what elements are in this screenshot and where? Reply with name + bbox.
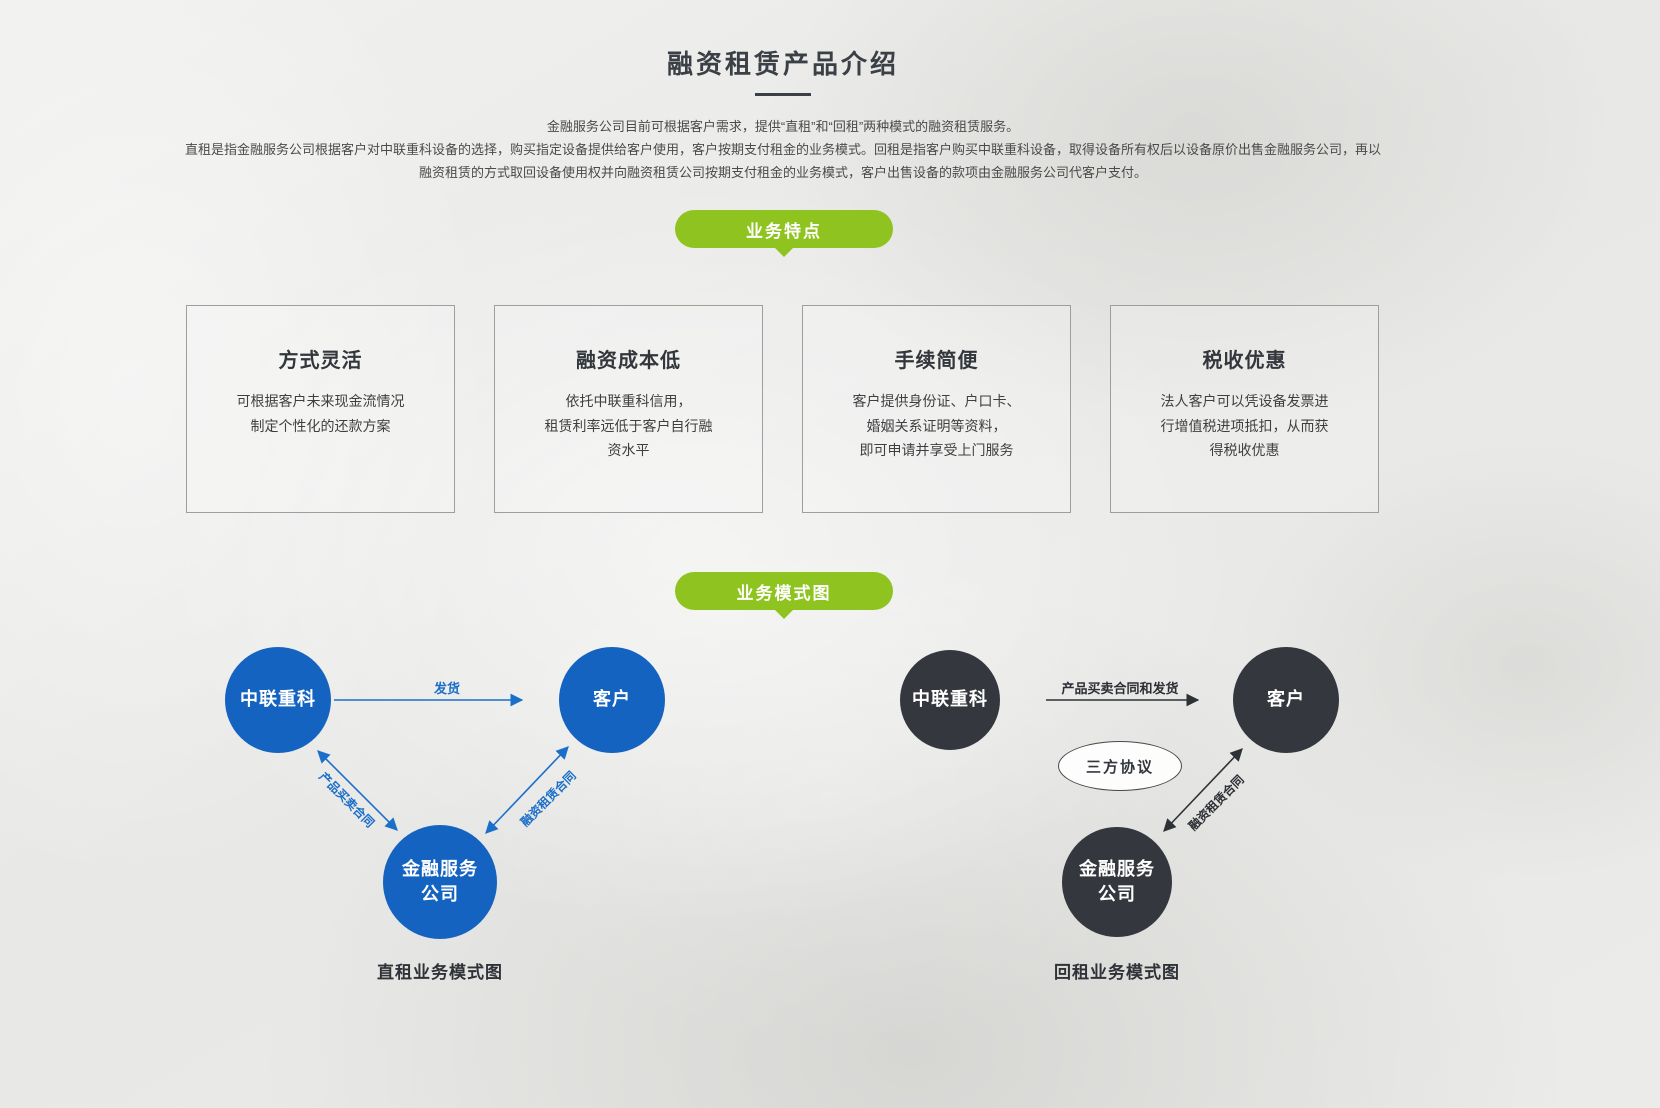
leaseback-diagram-caption: 回租业务模式图 (1054, 963, 1180, 982)
model-badge-pointer (774, 609, 794, 619)
direct-edge-delivery-label: 发货 (433, 681, 460, 696)
feature-title: 税收优惠 (1202, 350, 1287, 372)
intro-line-2: 直租是指金融服务公司根据客户对中联重科设备的选择，购买指定设备提供给客户使用，客… (184, 141, 1381, 180)
direct-diagram-caption: 直租业务模式图 (377, 963, 503, 982)
leaseback-node-finance-company: 金融服务 公司 (1062, 827, 1172, 937)
feature-title: 融资成本低 (576, 350, 681, 372)
feature-title: 方式灵活 (278, 350, 363, 372)
direct-node-manufacturer: 中联重科 (225, 647, 331, 753)
leaseback-edge-purchase-delivery-label: 产品买卖合同和发货 (1061, 681, 1179, 696)
features-section-badge: 业务特点 (675, 210, 893, 248)
intro-text: 金融服务公司目前可根据客户需求，提供“直租”和“回租”两种模式的融资租赁服务。 … (183, 116, 1383, 184)
feature-card-flexible-methods: 方式灵活 可根据客户未来现金流情况 制定个性化的还款方案 (186, 305, 455, 513)
features-badge-pointer (774, 247, 794, 257)
feature-title: 手续简便 (894, 350, 979, 372)
page-title: 融资租赁产品介绍 (666, 49, 899, 79)
direct-node-customer: 客户 (559, 647, 665, 753)
model-badge-label: 业务模式图 (736, 583, 832, 603)
feature-card-tax-benefit: 税收优惠 法人客户可以凭设备发票进 行增值税进项抵扣，从而获 得税收优惠 (1110, 305, 1379, 513)
leaseback-node-manufacturer: 中联重科 (900, 650, 1000, 750)
intro-line-1: 金融服务公司目前可根据客户需求，提供“直租”和“回租”两种模式的融资租赁服务。 (546, 119, 1020, 134)
direct-node-finance-company: 金融服务 公司 (383, 825, 497, 939)
feature-description: 客户提供身份证、户口卡、 婚姻关系证明等资料， 即可申请并享受上门服务 (852, 393, 1021, 458)
feature-description: 依托中联重科信用， 租赁利率远低于客户自行融 资水平 (544, 393, 713, 458)
feature-description: 可根据客户未来现金流情况 制定个性化的还款方案 (236, 393, 405, 434)
feature-description: 法人客户可以凭设备发票进 行增值税进项抵扣，从而获 得税收优惠 (1160, 393, 1329, 458)
leaseback-edge-lease-contract-label: 融资租赁合同 (1185, 772, 1247, 834)
direct-edge-purchase-contract-label: 产品买卖合同 (316, 769, 378, 831)
model-section-badge: 业务模式图 (675, 572, 893, 610)
leaseback-node-customer: 客户 (1233, 647, 1339, 753)
feature-card-simple-procedure: 手续简便 客户提供身份证、户口卡、 婚姻关系证明等资料， 即可申请并享受上门服务 (802, 305, 1071, 513)
features-badge-label: 业务特点 (746, 221, 822, 241)
direct-edge-lease-contract-label: 融资租赁合同 (517, 768, 579, 830)
leaseback-tripartite-agreement: 三方协议 (1058, 741, 1182, 791)
title-underline (755, 93, 811, 96)
feature-card-low-cost: 融资成本低 依托中联重科信用， 租赁利率远低于客户自行融 资水平 (494, 305, 763, 513)
